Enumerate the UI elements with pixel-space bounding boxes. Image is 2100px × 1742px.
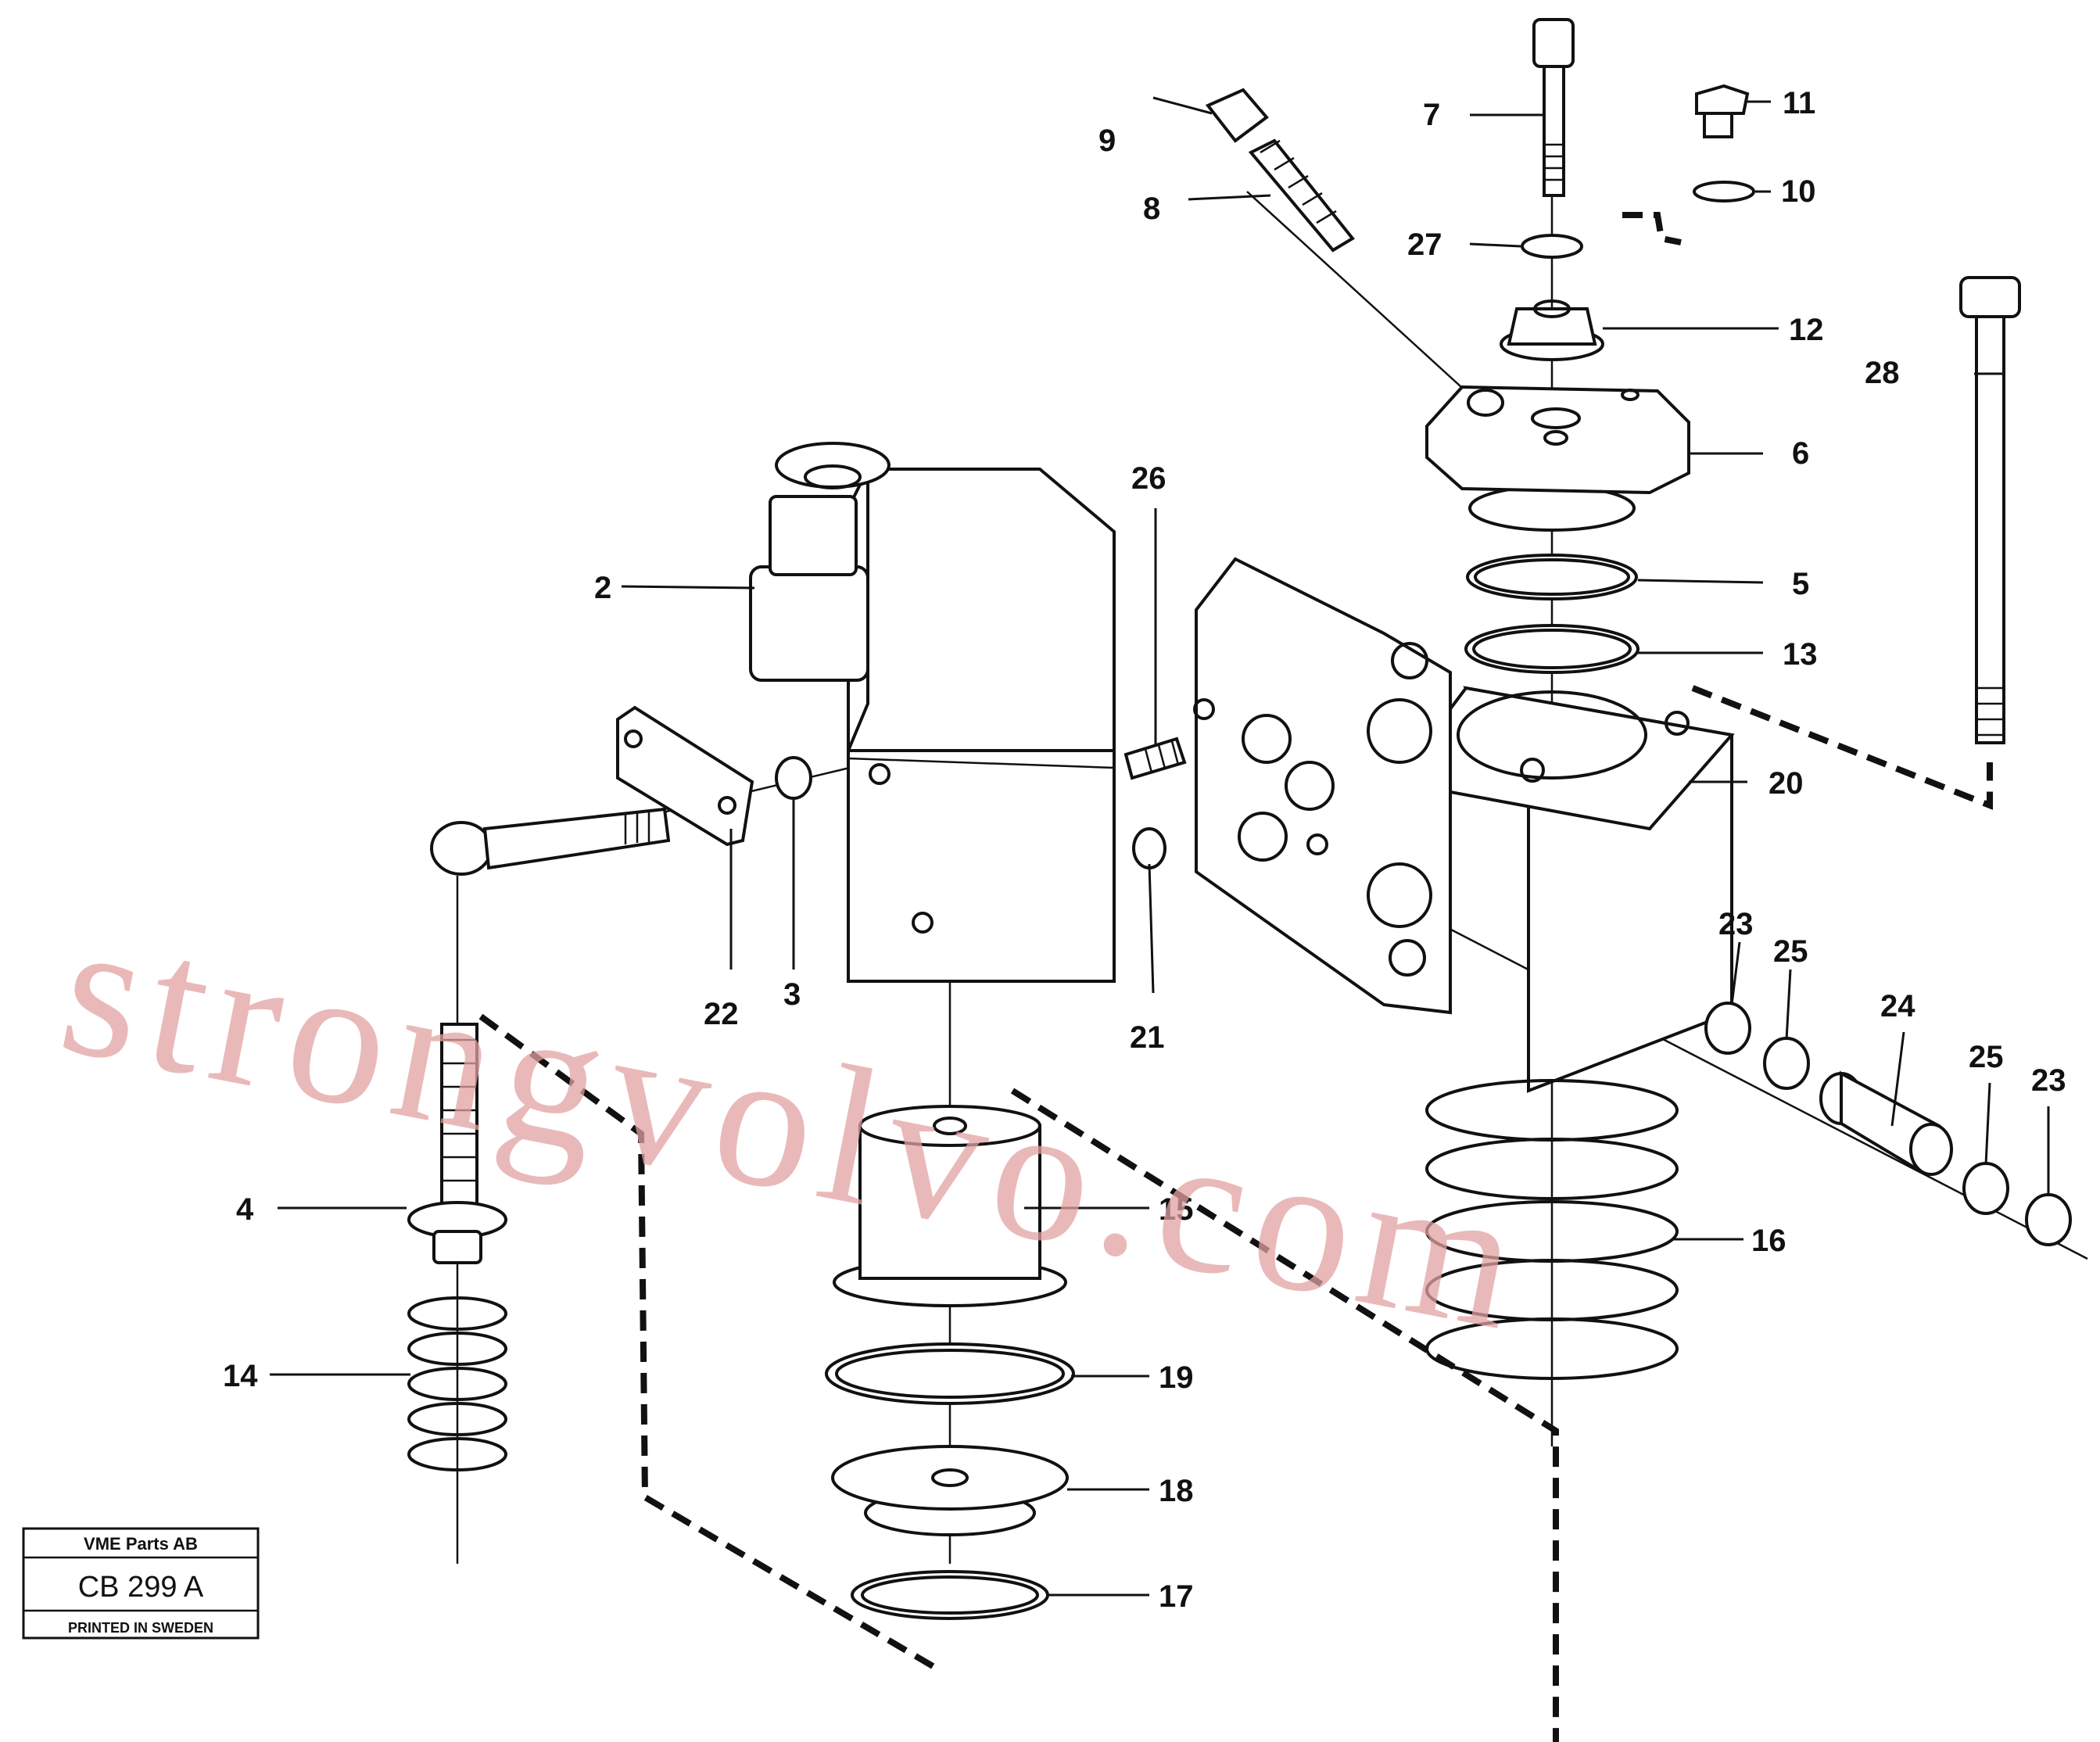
callout-4: 4 <box>236 1192 254 1227</box>
o-ring-23-left <box>1704 1002 1751 1055</box>
callout-24: 24 <box>1880 989 1915 1023</box>
washer-21 <box>1132 827 1166 869</box>
sleeve-24 <box>1819 1070 1953 1176</box>
screw-26 <box>1123 737 1187 780</box>
title-block-printed: PRINTED IN SWEDEN <box>68 1620 213 1636</box>
callout-2: 2 <box>594 571 611 605</box>
callout-14: 14 <box>223 1359 258 1393</box>
bolt-7 <box>1532 18 1575 197</box>
callout-25-right: 25 <box>1969 1040 2004 1074</box>
spring-8 <box>1248 138 1355 253</box>
o-ring-5 <box>1466 554 1638 600</box>
callout-13: 13 <box>1783 637 1818 672</box>
plug-11 <box>1695 84 1750 138</box>
washer-3 <box>775 756 812 800</box>
callout-12: 12 <box>1789 313 1824 347</box>
spring-16 <box>1425 1079 1679 1380</box>
o-ring-23-right <box>2025 1193 2072 1246</box>
screw-22-bolt <box>430 807 671 876</box>
bolt-4 <box>407 1023 507 1264</box>
assembly-dashed-lines <box>478 212 1993 1742</box>
plate-22 <box>616 705 754 847</box>
callout-6: 6 <box>1792 436 1809 471</box>
callout-19: 19 <box>1159 1360 1194 1395</box>
callout-28: 28 <box>1865 356 1900 390</box>
callout-18: 18 <box>1159 1474 1194 1508</box>
valve-housing <box>1193 557 1735 1093</box>
spring-14 <box>407 1296 507 1471</box>
callout-9: 9 <box>1098 124 1116 158</box>
washer-25-left <box>1763 1037 1810 1090</box>
o-ring-19 <box>825 1342 1075 1405</box>
callout-10: 10 <box>1781 174 1816 209</box>
o-ring-13 <box>1464 624 1640 674</box>
leader-lines <box>270 96 2050 1597</box>
callout-5: 5 <box>1792 567 1809 601</box>
solenoid-valve <box>749 442 1116 983</box>
washer-10 <box>1693 181 1755 203</box>
callout-17: 17 <box>1159 1579 1194 1614</box>
washer-25-right <box>1962 1162 2009 1215</box>
callout-27: 27 <box>1407 228 1442 262</box>
nut-12 <box>1500 299 1604 361</box>
callout-3: 3 <box>783 977 801 1012</box>
callout-22: 22 <box>704 997 739 1031</box>
title-block: VME Parts AB CB 299 A PRINTED IN SWEDEN <box>22 1527 260 1640</box>
bolt-28 <box>1959 276 2021 744</box>
callout-23-right: 23 <box>2031 1063 2066 1098</box>
callout-7: 7 <box>1423 98 1440 132</box>
callout-11: 11 <box>1783 86 1815 120</box>
callout-21: 21 <box>1130 1020 1165 1055</box>
sleeve-15 <box>833 1105 1067 1307</box>
callout-16: 16 <box>1751 1224 1786 1258</box>
piston-18 <box>831 1445 1069 1536</box>
title-block-drawing-number: CB 299 A <box>78 1571 204 1604</box>
callout-15: 15 <box>1159 1192 1194 1227</box>
callout-labels: 2 9 8 7 27 11 10 12 28 6 26 5 13 20 22 3… <box>223 86 2066 1614</box>
callout-26: 26 <box>1131 461 1166 496</box>
callout-8: 8 <box>1143 192 1160 226</box>
title-block-company: VME Parts AB <box>84 1534 198 1554</box>
callout-20: 20 <box>1769 766 1804 801</box>
washer-27 <box>1521 234 1583 259</box>
cover-plate <box>1425 385 1690 532</box>
callout-23-left: 23 <box>1718 907 1754 941</box>
callout-25-left: 25 <box>1773 934 1808 969</box>
screw-9 <box>1205 88 1269 143</box>
